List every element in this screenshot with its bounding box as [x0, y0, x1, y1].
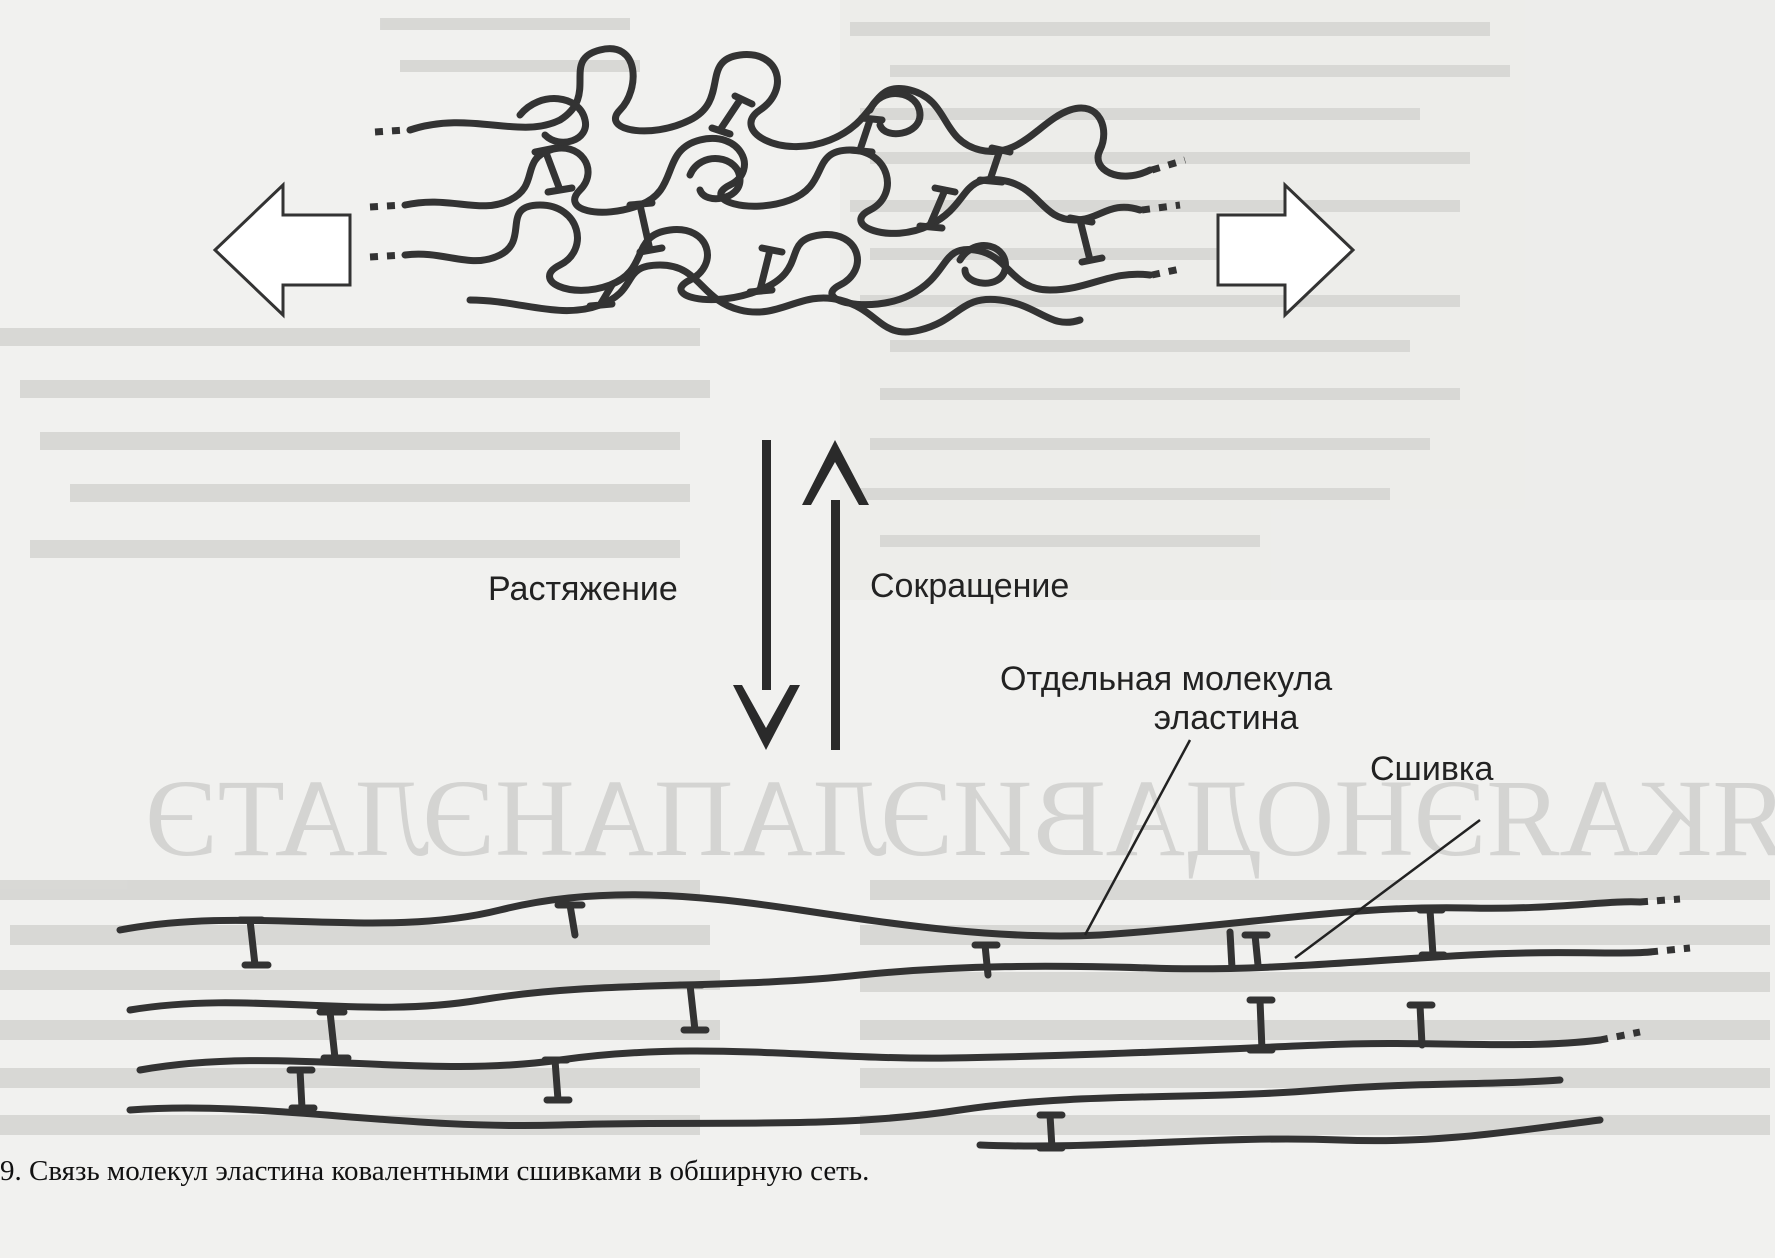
- chain-ends: [369, 126, 1187, 279]
- stretched-chain: [126, 948, 1654, 1014]
- single-molecule-label: Отдельная молекула эластина: [1000, 660, 1332, 738]
- crosslink-label: Сшивка: [1370, 750, 1494, 788]
- crosslink-leader-line: [1294, 818, 1481, 960]
- up-arrow-shaft: [831, 500, 840, 750]
- stretched-chain: [976, 1116, 1604, 1150]
- stretch-label: Растяжение: [488, 570, 678, 608]
- reversible-arrows: [733, 440, 869, 750]
- coiled-chain: [406, 45, 1154, 180]
- coiled-chain: [516, 90, 1009, 287]
- single-molecule-label-line2: эластина: [1153, 699, 1299, 738]
- crosslinks-relaxed: [531, 92, 1106, 310]
- figure-caption: 9. Связь молекул эластина ковалентными с…: [0, 1155, 870, 1187]
- single-molecule-label-line1: Отдельная молекула: [1000, 660, 1333, 698]
- stretched-chain: [126, 1076, 1564, 1130]
- hollow-arrow-left-icon: [212, 181, 352, 319]
- solid-arrow-down-icon: [733, 685, 800, 750]
- stretched-chain: [116, 891, 1644, 940]
- hollow-arrow-right-icon: [1216, 181, 1356, 319]
- chain-ends-stretched: [1599, 895, 1691, 1044]
- down-arrow-shaft: [762, 440, 771, 690]
- solid-arrow-up-icon: [802, 440, 869, 505]
- molecule-leader-line: [1083, 739, 1192, 936]
- svg-text:АТОПЛЯКАЯЭНОДАВИЭЛАПАНЭЛАТЭ: АТОПЛЯКАЯЭНОДАВИЭЛАПАНЭЛАТЭ: [145, 757, 1775, 879]
- contract-label: Сокращение: [870, 567, 1070, 605]
- coiled-chain: [401, 134, 1144, 237]
- relaxed-network: [212, 45, 1356, 336]
- stretched-network: [116, 739, 1691, 1152]
- stretched-chain: [136, 1036, 1604, 1074]
- coiled-chain: [401, 201, 1154, 309]
- crosslinks-stretched: [236, 901, 1448, 1152]
